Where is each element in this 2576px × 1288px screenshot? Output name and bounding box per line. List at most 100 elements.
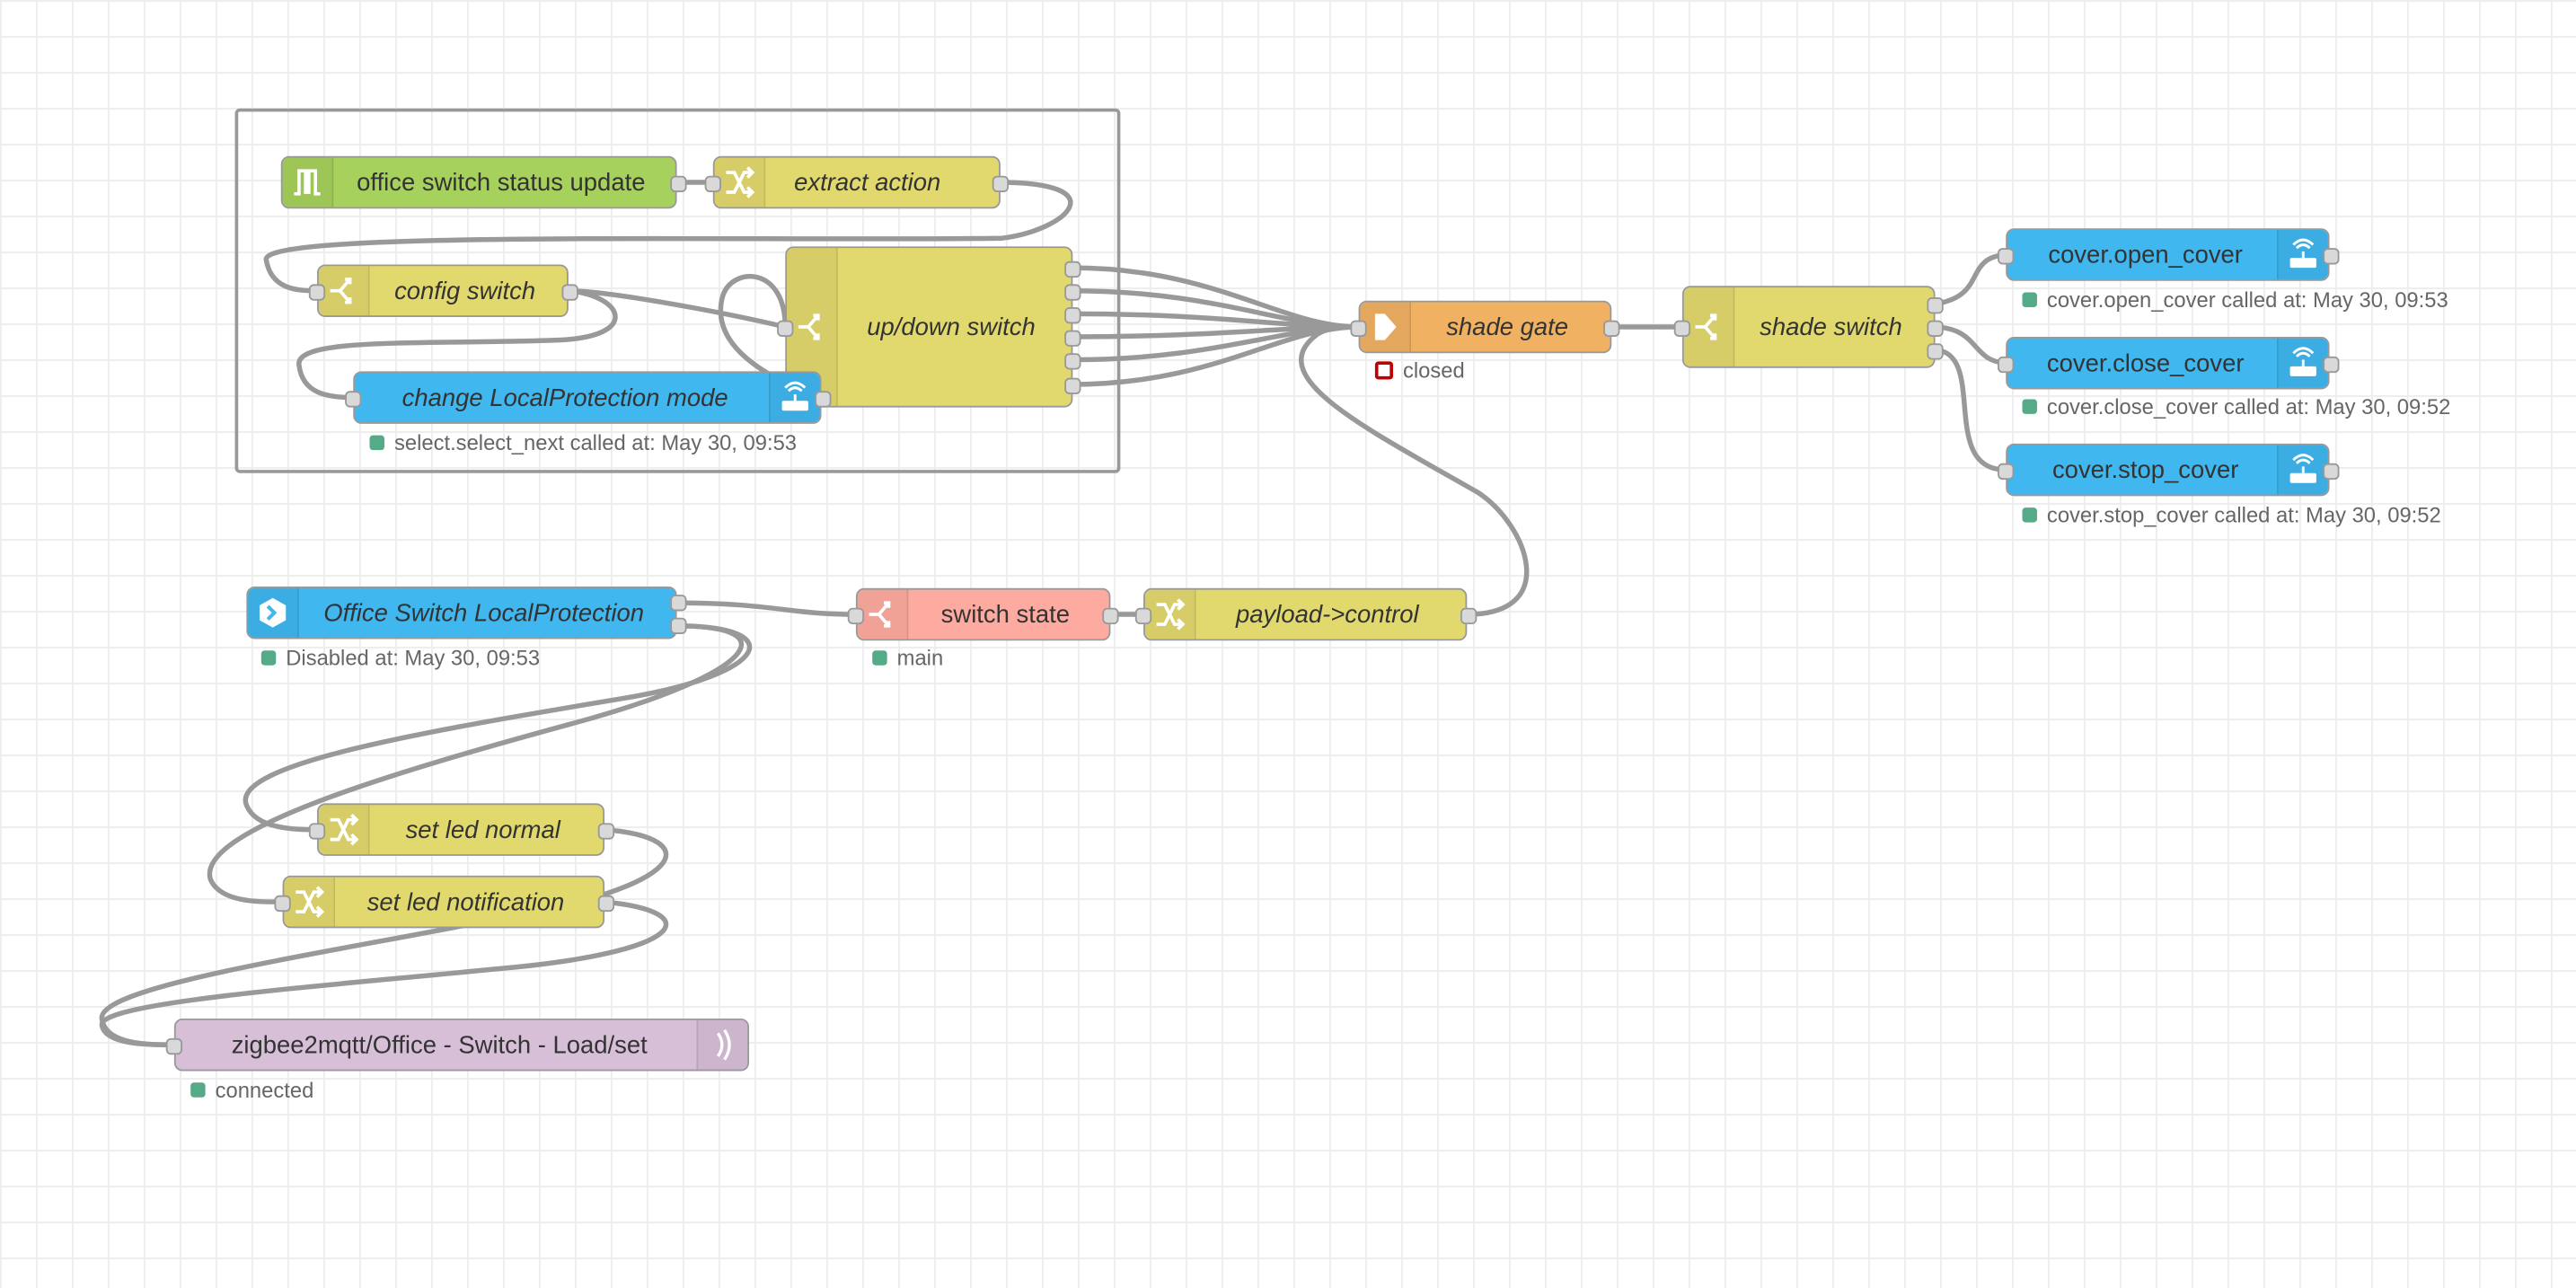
wire-config-to-updown[interactable] [568, 287, 786, 330]
cover-close-cover-node[interactable]: cover.close_cover [1998, 336, 2340, 390]
wire-ha-state-to-led-notification[interactable] [207, 623, 745, 904]
output-port[interactable] [2323, 248, 2340, 265]
output-port[interactable] [597, 895, 615, 913]
output-port[interactable] [2323, 356, 2340, 374]
cover-open-cover-node[interactable]: cover.open_cover [1998, 228, 2340, 281]
input-port[interactable] [1673, 320, 1691, 337]
status-dot-green [2022, 507, 2037, 523]
output-port[interactable] [1064, 284, 1081, 301]
output-port[interactable] [815, 391, 832, 408]
set-led-normal-node[interactable]: set led normal [308, 803, 615, 856]
output-port[interactable] [1460, 607, 1478, 625]
output-port[interactable] [1064, 377, 1081, 394]
output-port[interactable] [1603, 320, 1620, 337]
output-port[interactable] [561, 284, 578, 301]
up-down-switch-node[interactable]: up/down switch [777, 246, 1081, 408]
shade-gate-status: closed [1374, 357, 1465, 384]
input-port[interactable] [777, 320, 794, 337]
node-label: switch state [940, 600, 1071, 629]
home-assistant-icon [248, 587, 299, 638]
change-icon [1144, 589, 1196, 640]
output-port[interactable] [2323, 463, 2340, 481]
output-port[interactable] [597, 823, 615, 840]
status-text: closed [1402, 357, 1465, 384]
wire-shade-switch-to-open[interactable] [1935, 251, 2007, 307]
shade-gate-node[interactable]: shade gate [1350, 300, 1620, 354]
router-icon [768, 373, 820, 423]
output-port[interactable] [1927, 297, 1944, 314]
node-label: set led notification [366, 887, 565, 916]
output-port[interactable] [1102, 607, 1119, 625]
switch-icon [318, 266, 370, 316]
wire-config-to-change-mode[interactable] [296, 288, 618, 401]
wire-led-notification-to-mqtt[interactable] [99, 899, 669, 1047]
output-port[interactable] [670, 595, 687, 612]
wire-shade-switch-to-stop[interactable] [1935, 347, 2007, 472]
set-led-notification-node[interactable]: set led notification [274, 875, 615, 929]
router-icon [2276, 230, 2328, 279]
output-port[interactable] [1927, 320, 1944, 337]
config-switch-node[interactable]: config switch [308, 264, 578, 317]
input-port[interactable] [704, 175, 721, 192]
status-dot-green [369, 435, 384, 451]
input-port[interactable] [308, 284, 326, 301]
wire-ha-state-to-switch-state[interactable] [676, 600, 856, 617]
extract-action-node[interactable]: extract action [704, 155, 1010, 209]
node-label: cover.close_cover [2046, 348, 2245, 377]
output-port[interactable] [1064, 307, 1081, 324]
wire-extract-to-config[interactable] [263, 180, 1073, 294]
input-port[interactable] [1998, 248, 2015, 265]
node-label: config switch [394, 277, 536, 305]
status-text: cover.stop_cover called at: May 30, 09:5… [2046, 502, 2441, 528]
office-switch-localprotection-node[interactable]: Office Switch LocalProtection [246, 586, 687, 640]
office-switch-localprotection-status: Disabled at: May 30, 09:53 [260, 646, 540, 670]
input-port[interactable] [308, 823, 326, 840]
input-port[interactable] [1998, 356, 2015, 374]
status-dot-green [190, 1082, 206, 1098]
office-switch-status-update-node[interactable]: office switch status update [280, 155, 687, 209]
status-text: cover.close_cover called at: May 30, 09:… [2046, 393, 2451, 419]
wire-led-normal-to-mqtt[interactable] [99, 826, 669, 1047]
node-label: shade gate [1446, 313, 1568, 341]
zigbee2mqtt-out-node[interactable]: zigbee2mqtt/Office - Switch - Load/set [165, 1018, 750, 1072]
switch-icon [1683, 287, 1735, 366]
node-label: cover.open_cover [2048, 240, 2243, 269]
status-ring-red [1374, 361, 1393, 380]
input-port[interactable] [1134, 607, 1152, 625]
output-port[interactable] [1064, 260, 1081, 278]
flow-group[interactable] [234, 108, 1121, 473]
input-port[interactable] [345, 391, 362, 408]
mqtt-icon [696, 1019, 748, 1070]
change-localprotection-mode-node[interactable]: change LocalProtection mode [345, 371, 832, 424]
node-label: Office Switch LocalProtection [323, 598, 645, 627]
input-port[interactable] [165, 1037, 183, 1055]
zigbee2mqtt-out-status: connected [190, 1078, 313, 1102]
output-port[interactable] [1927, 343, 1944, 360]
wire-payload-to-gate[interactable] [1299, 324, 1530, 617]
node-label: change LocalProtection mode [401, 384, 728, 412]
output-port[interactable] [670, 175, 687, 192]
switch-icon [857, 589, 909, 640]
wire-ha-state-to-led-normal[interactable] [243, 623, 753, 833]
node-label: set led normal [405, 816, 560, 844]
input-port[interactable] [1350, 320, 1367, 337]
input-port[interactable] [1998, 463, 2015, 481]
output-port[interactable] [1064, 330, 1081, 347]
payload-control-node[interactable]: payload->control [1134, 587, 1478, 641]
switch-state-node[interactable]: switch state [847, 587, 1119, 641]
cover-stop-cover-node[interactable]: cover.stop_cover [1998, 443, 2340, 497]
output-port[interactable] [992, 175, 1010, 192]
cover-open-cover-status: cover.open_cover called at: May 30, 09:5… [2022, 287, 2448, 313]
output-port[interactable] [1064, 353, 1081, 370]
input-port[interactable] [274, 895, 291, 913]
output-port[interactable] [670, 617, 687, 634]
node-label: payload->control [1236, 600, 1419, 629]
node-label: zigbee2mqtt/Office - Switch - Load/set [231, 1030, 648, 1059]
input-port[interactable] [847, 607, 865, 625]
router-icon [2276, 445, 2328, 495]
wire-shade-switch-to-close[interactable] [1935, 324, 2007, 366]
shade-switch-node[interactable]: shade switch [1673, 286, 1944, 368]
node-label: cover.stop_cover [2051, 455, 2239, 484]
